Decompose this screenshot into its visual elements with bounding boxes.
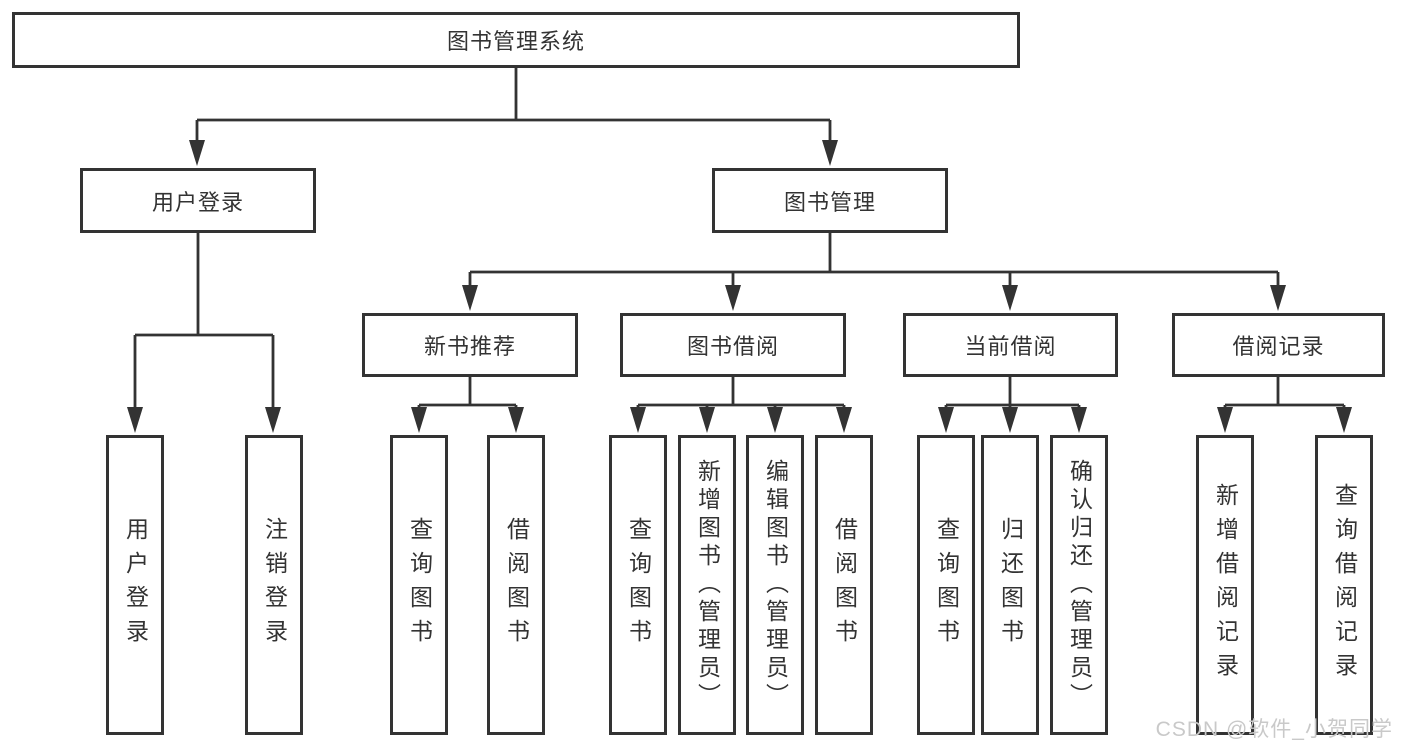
- node-book-management: 图书管理: [712, 168, 948, 233]
- leaf-label: 查询借阅记录: [1331, 483, 1358, 687]
- leaf-label: 查询图书: [406, 517, 433, 653]
- leaf-label: 新增借阅记录: [1212, 483, 1239, 687]
- leaf-add-borrow-record: 新增借阅记录: [1196, 435, 1254, 735]
- leaf-label: 新增图书（管理员）: [694, 459, 721, 711]
- leaf-label: 用户登录: [122, 517, 149, 653]
- leaf-return-books: 归还图书: [981, 435, 1039, 735]
- leaf-query-borrow-record: 查询借阅记录: [1315, 435, 1373, 735]
- leaf-borrow-books-recommend: 借阅图书: [487, 435, 545, 735]
- leaf-label: 注销登录: [261, 517, 288, 653]
- leaf-query-books-recommend: 查询图书: [390, 435, 448, 735]
- leaf-user-login: 用户登录: [106, 435, 164, 735]
- node-library-system: 图书管理系统: [12, 12, 1020, 68]
- leaf-label: 查询图书: [933, 517, 960, 653]
- leaf-edit-book-admin: 编辑图书（管理员）: [746, 435, 804, 735]
- leaf-label: 确认归还（管理员）: [1066, 459, 1093, 711]
- leaf-label: 借阅图书: [503, 517, 530, 653]
- node-user-login: 用户登录: [80, 168, 316, 233]
- leaf-add-book-admin: 新增图书（管理员）: [678, 435, 736, 735]
- node-current-borrow: 当前借阅: [903, 313, 1118, 377]
- node-borrow-records: 借阅记录: [1172, 313, 1385, 377]
- leaf-label: 编辑图书（管理员）: [762, 459, 789, 711]
- leaf-label: 归还图书: [997, 517, 1024, 653]
- csdn-watermark: CSDN @软件_小贺同学: [1155, 718, 1393, 741]
- leaf-query-books-current: 查询图书: [917, 435, 975, 735]
- leaf-confirm-return-admin: 确认归还（管理员）: [1050, 435, 1108, 735]
- leaf-borrow-books: 借阅图书: [815, 435, 873, 735]
- node-book-borrow: 图书借阅: [620, 313, 846, 377]
- leaf-query-books-borrow: 查询图书: [609, 435, 667, 735]
- node-new-book-recommend: 新书推荐: [362, 313, 578, 377]
- leaf-label: 查询图书: [625, 517, 652, 653]
- leaf-logout: 注销登录: [245, 435, 303, 735]
- leaf-label: 借阅图书: [831, 517, 858, 653]
